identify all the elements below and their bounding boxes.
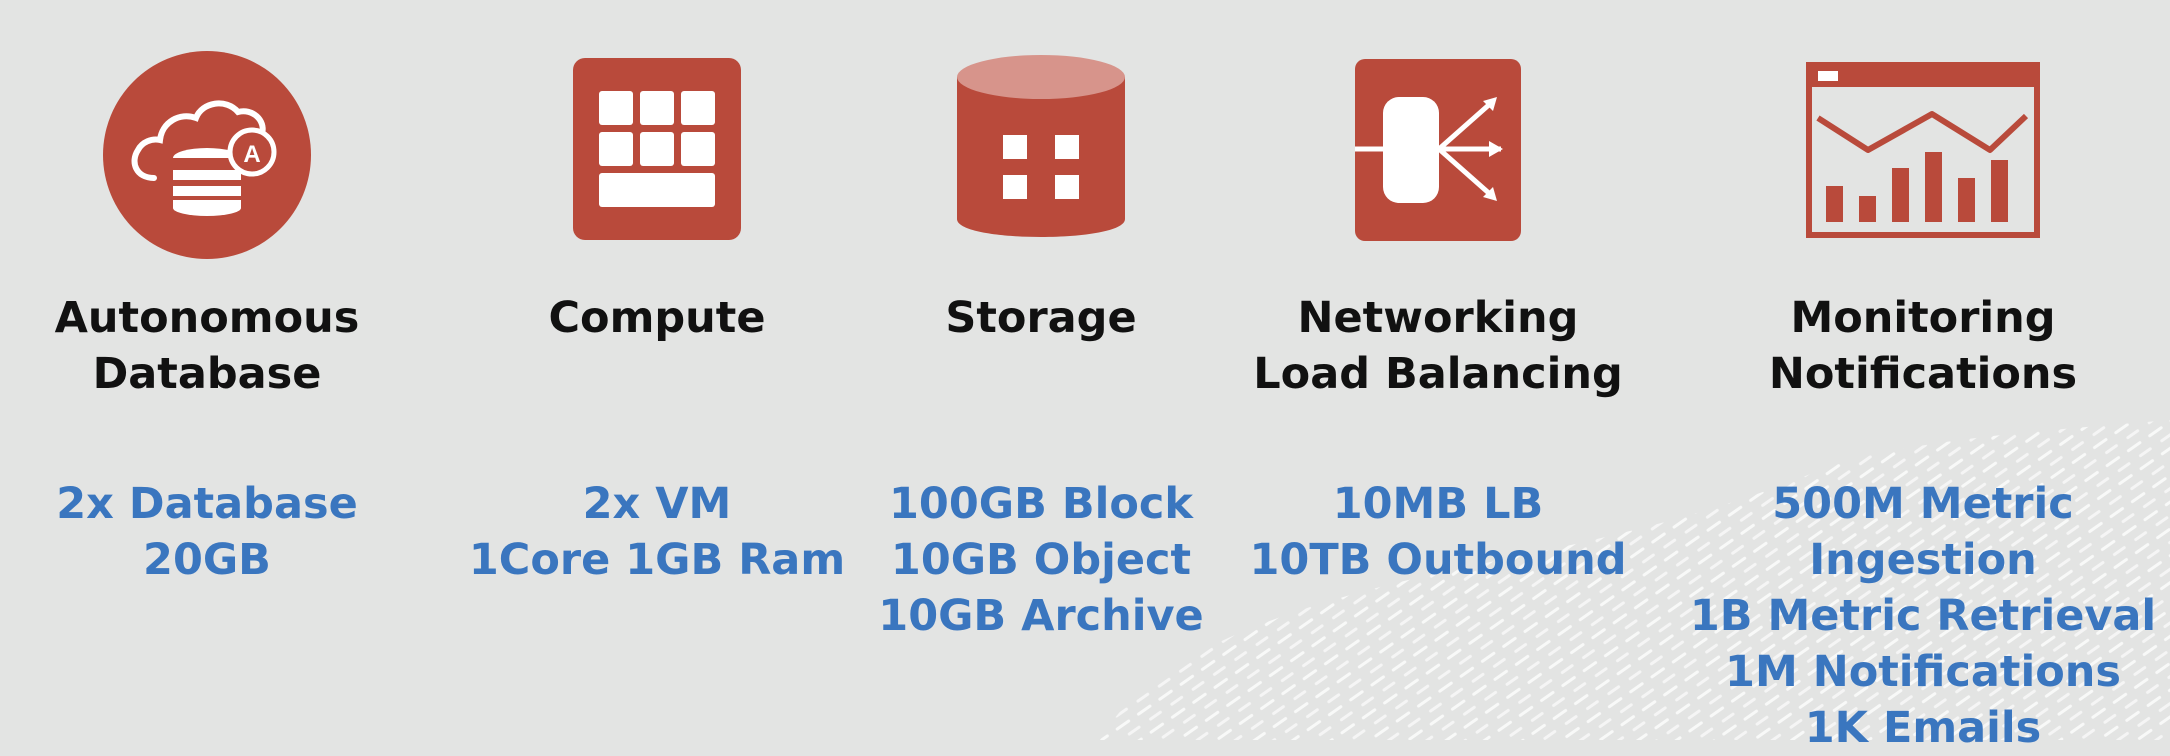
storage-cylinder-icon	[957, 55, 1125, 247]
load-balancer-icon	[1355, 59, 1521, 245]
service-specs: 2x VM 1Core 1GB Ram	[468, 479, 846, 585]
service-title: Autonomous Database	[54, 293, 360, 399]
service-networking: Networking Load Balancing 10MB LB 10TB O…	[1188, 0, 1688, 740]
service-compute: Compute 2x VM 1Core 1GB Ram	[407, 0, 907, 740]
service-monitoring: Monitoring Notifications 500M Metric Ing…	[1673, 0, 2170, 753]
service-title: Compute	[548, 293, 766, 343]
service-title: Networking Load Balancing	[1253, 293, 1623, 399]
service-title: Monitoring Notifications	[1768, 293, 2078, 399]
monitoring-chart-icon	[1806, 62, 2040, 242]
service-specs: 500M Metric Ingestion 1B Metric Retrieva…	[1689, 479, 2157, 753]
service-specs: 100GB Block 10GB Object 10GB Archive	[878, 479, 1204, 641]
service-specs: 10MB LB 10TB Outbound	[1249, 479, 1627, 585]
background-texture	[1100, 420, 2170, 740]
service-storage: Storage 100GB Block 10GB Object 10GB Arc…	[791, 0, 1291, 740]
service-autonomous-database: A Autonomous Database 2x Database 20GB	[0, 0, 457, 740]
service-specs: 2x Database 20GB	[56, 479, 358, 585]
service-title: Storage	[945, 293, 1137, 343]
svg-text:A: A	[243, 141, 260, 168]
compute-grid-icon	[573, 58, 741, 244]
cloud-database-icon: A	[102, 50, 312, 264]
